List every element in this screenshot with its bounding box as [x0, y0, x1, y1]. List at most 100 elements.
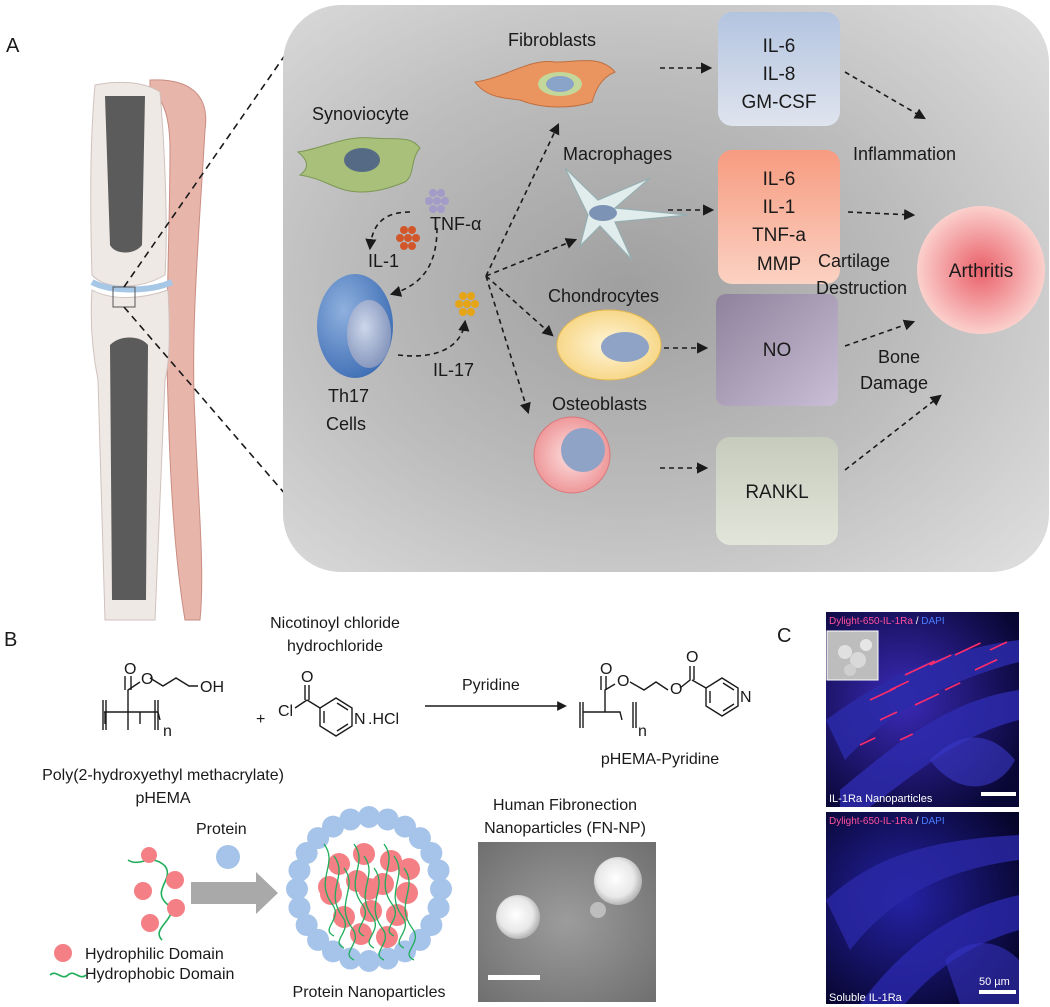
macrophage-cytokine-box [718, 150, 840, 284]
osteo-box-line1: RANKL [745, 482, 808, 503]
bottom-stain-dapi: DAPI [921, 816, 944, 827]
cartilage-label-line1: Cartilage [818, 251, 890, 271]
polymer-chain [127, 847, 185, 941]
bone-label-line2: Damage [860, 373, 928, 393]
panel-label-b: B [4, 629, 17, 651]
shell-protein [322, 940, 344, 963]
fluorescent-signal [914, 693, 940, 706]
shell-protein [288, 896, 311, 919]
core-hydrophilic-domain [376, 926, 398, 948]
arthritis-node [917, 206, 1045, 334]
shell-protein [430, 878, 452, 900]
macro-box-line4: MMP [757, 254, 801, 275]
assembly-arrow [191, 872, 278, 914]
condition-label: Pyridine [462, 677, 520, 694]
scale-bar-label: 50 µm [979, 976, 1010, 988]
core-hydrophilic-domain [333, 906, 355, 928]
nicotinoyl-hcl: .HCl [368, 711, 399, 728]
phema-n: n [163, 723, 172, 740]
product-o4: O [686, 649, 698, 666]
fibroblasts-label: Fibroblasts [508, 30, 596, 50]
shell-protein [358, 806, 380, 828]
fluorescent-signal [929, 654, 952, 666]
phema-structure [102, 676, 198, 730]
core-hydrophilic-domain [358, 878, 380, 900]
shell-protein [295, 914, 318, 936]
nicotinoyl-o: O [301, 669, 313, 686]
core-hydrophobic-chain [363, 855, 376, 949]
shell-protein [307, 827, 330, 850]
phema-o-carbonyl: O [124, 661, 136, 678]
chondrocyte-cell [556, 309, 662, 381]
phema-name-line2: pHEMA [135, 790, 190, 807]
product-o1: O [600, 661, 612, 678]
osteoblast-cell [533, 416, 611, 494]
core-hydrophilic-domain [386, 904, 408, 926]
fluorescent-signal [889, 680, 910, 691]
core-hydrophobic-chain [323, 843, 336, 937]
fluorescent-signal [879, 711, 898, 721]
macrophages-label: Macrophages [563, 144, 672, 164]
bottom-scale-bar [979, 990, 1016, 994]
tnf-particles [425, 189, 449, 213]
fibroblast-cytokine-box [718, 12, 840, 126]
plus-sign: + [256, 711, 265, 728]
protein-label: Protein [196, 821, 247, 838]
hydrophilic-legend-swatch [54, 944, 72, 962]
core-hydrophobic-chain [333, 855, 346, 949]
core-hydrophilic-domain [398, 858, 420, 880]
top-stain-sep: / [913, 616, 921, 627]
top-stain-legend: Dylight-650-IL-1Ra / DAPI [829, 616, 945, 627]
protein-nanoparticle [286, 806, 452, 972]
nanoparticles-label: Protein Nanoparticles [293, 984, 446, 1001]
core-hydrophobic-chain [393, 855, 406, 949]
top-scale-bar [981, 792, 1016, 796]
core-hydrophobic-chain [353, 843, 366, 937]
bottom-stain-sep: / [913, 816, 921, 827]
bottom-stain-legend: Dylight-650-IL-1Ra / DAPI [829, 816, 945, 827]
il17-particles [455, 292, 479, 316]
cartilage-label-line2: Destruction [816, 278, 907, 298]
shell-protein [322, 815, 344, 838]
top-caption: IL-1Ra Nanoparticles [829, 793, 933, 805]
fluorescent-signal [944, 682, 961, 691]
nicotinoyl-n: N [354, 711, 366, 728]
shell-protein [376, 947, 399, 970]
fibroblast-cell [474, 60, 616, 108]
bone-label-line1: Bone [878, 347, 920, 367]
shell-protein [420, 914, 443, 936]
product-o3: O [670, 681, 682, 698]
phema-oh: OH [200, 679, 224, 696]
tnf-alpha-label: TNF-α [430, 214, 481, 234]
top-stain-dye: Dylight-650-IL-1Ra [829, 616, 913, 627]
shell-protein [288, 859, 311, 882]
shell-protein [358, 950, 380, 972]
knee-joint-illustration [90, 79, 207, 621]
th17-label-line2: Cells [326, 414, 366, 434]
product-n-ring: N [740, 689, 752, 706]
shell-protein [427, 896, 450, 919]
shell-protein [286, 878, 308, 900]
shell-protein [420, 842, 443, 864]
hydrophobic-legend-swatch [49, 972, 87, 978]
macro-box-line2: IL-1 [763, 197, 796, 218]
hydrophilic-legend-label: Hydrophilic Domain [85, 946, 224, 963]
il1-label: IL-1 [368, 251, 399, 271]
bottom-stain-dye: Dylight-650-IL-1Ra [829, 816, 913, 827]
sem-title-line1: Human Fibronection [493, 797, 637, 814]
th17-label-line1: Th17 [328, 386, 369, 406]
fluorescent-signal [859, 737, 876, 746]
arthritis-label: Arthritis [949, 261, 1013, 282]
nicotinoyl-cl: Cl [278, 703, 293, 720]
macro-box-line3: TNF-a [752, 225, 806, 246]
shell-protein [295, 842, 318, 864]
fluorescence-image-bottom [826, 812, 1019, 1004]
osteoblasts-label: Osteoblasts [552, 394, 647, 414]
synoviocyte-label: Synoviocyte [312, 104, 409, 124]
shell-protein [339, 808, 362, 831]
hydrophobic-legend-label: Hydrophobic Domain [85, 966, 234, 983]
core-hydrophobic-chain [383, 843, 396, 937]
fluorescent-signal [954, 642, 981, 656]
pathway-background [283, 5, 1049, 572]
